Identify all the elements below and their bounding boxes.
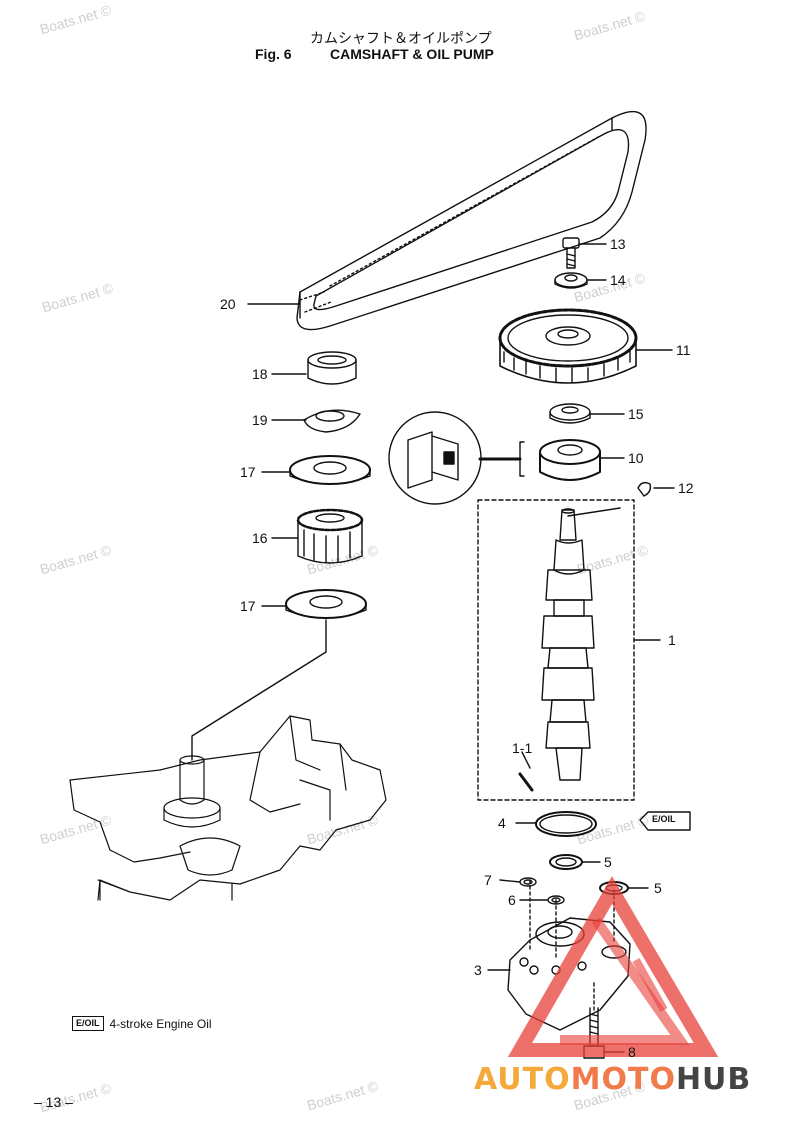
plate-19 <box>303 409 361 433</box>
camshaft-1 <box>541 507 621 781</box>
title-japanese: カムシャフト＆オイルポンプ <box>310 31 492 47</box>
crankcase <box>69 715 387 901</box>
oil-tube <box>639 811 691 831</box>
oil-tube-icon: E/OIL <box>72 1016 104 1031</box>
seal-18 <box>307 351 357 385</box>
oil-pump-3 <box>507 879 631 1031</box>
washer-17-lower <box>285 589 367 619</box>
callout-4: 4 <box>498 815 506 831</box>
page-number: – 13 – <box>34 1094 73 1110</box>
washer-14 <box>554 272 588 289</box>
callout-17-lower: 17 <box>240 598 256 614</box>
washer-17-upper <box>289 455 371 485</box>
key-12 <box>637 481 652 497</box>
pin-1-1 <box>518 772 534 792</box>
brand-part-3: HUB <box>675 1062 752 1097</box>
callout-1-1: 1-1 <box>512 740 533 756</box>
callout-7: 7 <box>484 872 492 888</box>
callout-18: 18 <box>252 366 268 382</box>
figure-number: Fig. 6 <box>255 46 292 62</box>
callout-11: 11 <box>676 342 691 358</box>
brand-part-2: MOTO <box>570 1062 676 1097</box>
callout-12: 12 <box>678 480 694 496</box>
ring-7 <box>519 877 537 887</box>
callout-8: 8 <box>628 1044 636 1060</box>
legend-text: 4-stroke Engine Oil <box>109 1016 212 1031</box>
callout-5-upper: 5 <box>604 854 612 870</box>
seal-5-upper <box>549 854 583 870</box>
brand-logo-mark <box>507 876 719 1057</box>
brand-wordmark: AUTOMOTOHUB <box>474 1062 751 1097</box>
legend: E/OIL 4-stroke Engine Oil <box>72 1016 212 1031</box>
tube-label: E/OIL <box>652 814 676 824</box>
callout-6: 6 <box>508 892 516 908</box>
callout-20: 20 <box>220 296 236 312</box>
callout-13: 13 <box>610 236 626 252</box>
bolt-13 <box>562 237 580 269</box>
figure-title: CAMSHAFT & OIL PUMP <box>330 46 494 62</box>
seal-15 <box>549 403 591 424</box>
callout-10: 10 <box>628 450 644 466</box>
o-ring-4 <box>535 811 597 837</box>
brand-part-1: AUTO <box>474 1062 571 1097</box>
callout-16: 16 <box>252 530 268 546</box>
camshaft-assembly-box <box>477 499 635 801</box>
callout-3: 3 <box>474 962 482 978</box>
callout-14: 14 <box>610 272 626 288</box>
crank-sprocket-16 <box>296 508 364 564</box>
callout-19: 19 <box>252 412 268 428</box>
bearing-10 <box>388 411 601 505</box>
cam-pulley-11 <box>498 308 638 384</box>
callout-5-right: 5 <box>654 880 662 896</box>
timing-belt <box>296 110 647 331</box>
callout-17-upper: 17 <box>240 464 256 480</box>
callout-15: 15 <box>628 406 644 422</box>
callout-1: 1 <box>668 632 676 648</box>
